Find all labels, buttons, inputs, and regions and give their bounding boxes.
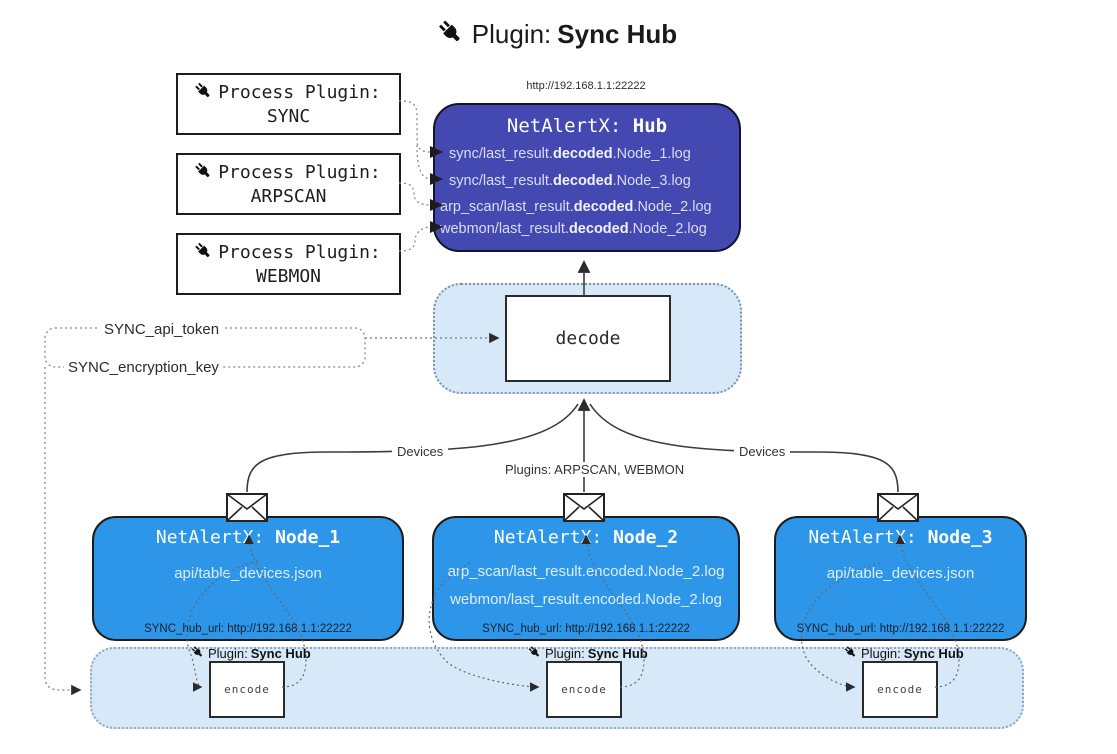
node-file-line: arp_scan/last_result.encoded.Node_2.log bbox=[447, 563, 725, 580]
hub-name-bold: Hub bbox=[632, 115, 668, 137]
node-file-line: api/table_devices.json bbox=[174, 565, 322, 582]
process-plugin-label: Process Plugin: bbox=[218, 82, 381, 103]
node-3-box: NetAlertX: Node_3 api/table_devices.json… bbox=[774, 516, 1027, 641]
encode-box: encode bbox=[546, 661, 622, 718]
hub-box: NetAlertX: Hub sync/last_result.decoded.… bbox=[433, 103, 741, 252]
encoder-plugin-label: Plugin: Sync Hub bbox=[191, 645, 311, 661]
plugins-edge-label: Plugins: ARPSCAN, WEBMON bbox=[500, 462, 690, 477]
process-plugin-label: Process Plugin: bbox=[218, 242, 381, 263]
envelope-icon bbox=[877, 493, 919, 528]
encoder-plugin-label: Plugin: Sync Hub bbox=[528, 645, 648, 661]
node-file-line: webmon/last_result.encoded.Node_2.log bbox=[450, 591, 722, 608]
node-hub-url: SYNC_hub_url: http://192.168.1.1:22222 bbox=[144, 623, 352, 635]
process-plugin-name: SYNC bbox=[266, 106, 311, 127]
process-plugin-box-sync: Process Plugin: SYNC bbox=[176, 73, 401, 135]
hub-log-line: webmon/last_result.decoded.Node_2.log bbox=[440, 221, 707, 237]
node-title: NetAlertX: Node_1 bbox=[155, 527, 341, 548]
title-prefix: Plugin: bbox=[471, 19, 552, 49]
config-api-token-label: SYNC_api_token bbox=[100, 321, 224, 338]
plug-icon bbox=[432, 14, 474, 56]
edge-sync-to-hub bbox=[398, 100, 432, 153]
config-encryption-key-label: SYNC_encryption_key bbox=[64, 359, 223, 376]
envelope-icon bbox=[226, 493, 268, 528]
edge-config-to-encoders bbox=[44, 367, 82, 696]
node-title: NetAlertX: Node_2 bbox=[493, 527, 679, 548]
plug-icon bbox=[191, 78, 220, 107]
devices-right-label: Devices bbox=[734, 444, 791, 459]
process-plugin-box-arpscan: Process Plugin: ARPSCAN bbox=[176, 153, 401, 215]
page-title: Plugin: Sync Hub bbox=[0, 18, 1117, 51]
node-hub-url: SYNC_hub_url: http://192.168.1.1:22222 bbox=[482, 623, 690, 635]
edge-sync-to-hub2 bbox=[416, 144, 432, 180]
node-hub-url: SYNC_hub_url: http://192.168.1.1:22222 bbox=[796, 623, 1005, 635]
envelope-icon bbox=[563, 493, 605, 528]
hub-url-label: http://192.168.1.1:22222 bbox=[526, 80, 646, 92]
plug-icon bbox=[525, 643, 546, 664]
encoder-plugin-label: Plugin: Sync Hub bbox=[844, 645, 964, 661]
node-file-line: api/table_devices.json bbox=[826, 565, 975, 582]
hub-log-line: sync/last_result.decoded.Node_1.log bbox=[449, 146, 691, 162]
process-plugin-name: WEBMON bbox=[255, 266, 322, 287]
process-plugin-box-webmon: Process Plugin: WEBMON bbox=[176, 233, 401, 295]
edge-arpscan-to-hub bbox=[398, 182, 432, 206]
plug-icon bbox=[191, 238, 220, 267]
decode-box: decode bbox=[505, 295, 671, 382]
edge-webmon-to-hub bbox=[398, 226, 432, 252]
process-plugin-name: ARPSCAN bbox=[250, 186, 327, 207]
plug-icon bbox=[188, 643, 209, 664]
hub-title: NetAlertX: Hub bbox=[435, 115, 739, 137]
hub-log-line: sync/last_result.decoded.Node_3.log bbox=[449, 173, 691, 189]
plug-icon bbox=[191, 158, 220, 187]
encode-box: encode bbox=[209, 661, 285, 718]
node-1-box: NetAlertX: Node_1 api/table_devices.json… bbox=[92, 516, 404, 641]
process-plugin-label: Process Plugin: bbox=[218, 162, 381, 183]
encode-box: encode bbox=[862, 661, 938, 718]
plug-icon bbox=[841, 643, 862, 664]
hub-name-prefix: NetAlertX: bbox=[506, 115, 633, 137]
hub-log-line: arp_scan/last_result.decoded.Node_2.log bbox=[440, 199, 712, 215]
devices-left-label: Devices bbox=[392, 444, 449, 459]
title-bold: Sync Hub bbox=[557, 19, 678, 49]
node-title: NetAlertX: Node_3 bbox=[808, 527, 993, 548]
node-2-box: NetAlertX: Node_2 arp_scan/last_result.e… bbox=[432, 516, 740, 641]
